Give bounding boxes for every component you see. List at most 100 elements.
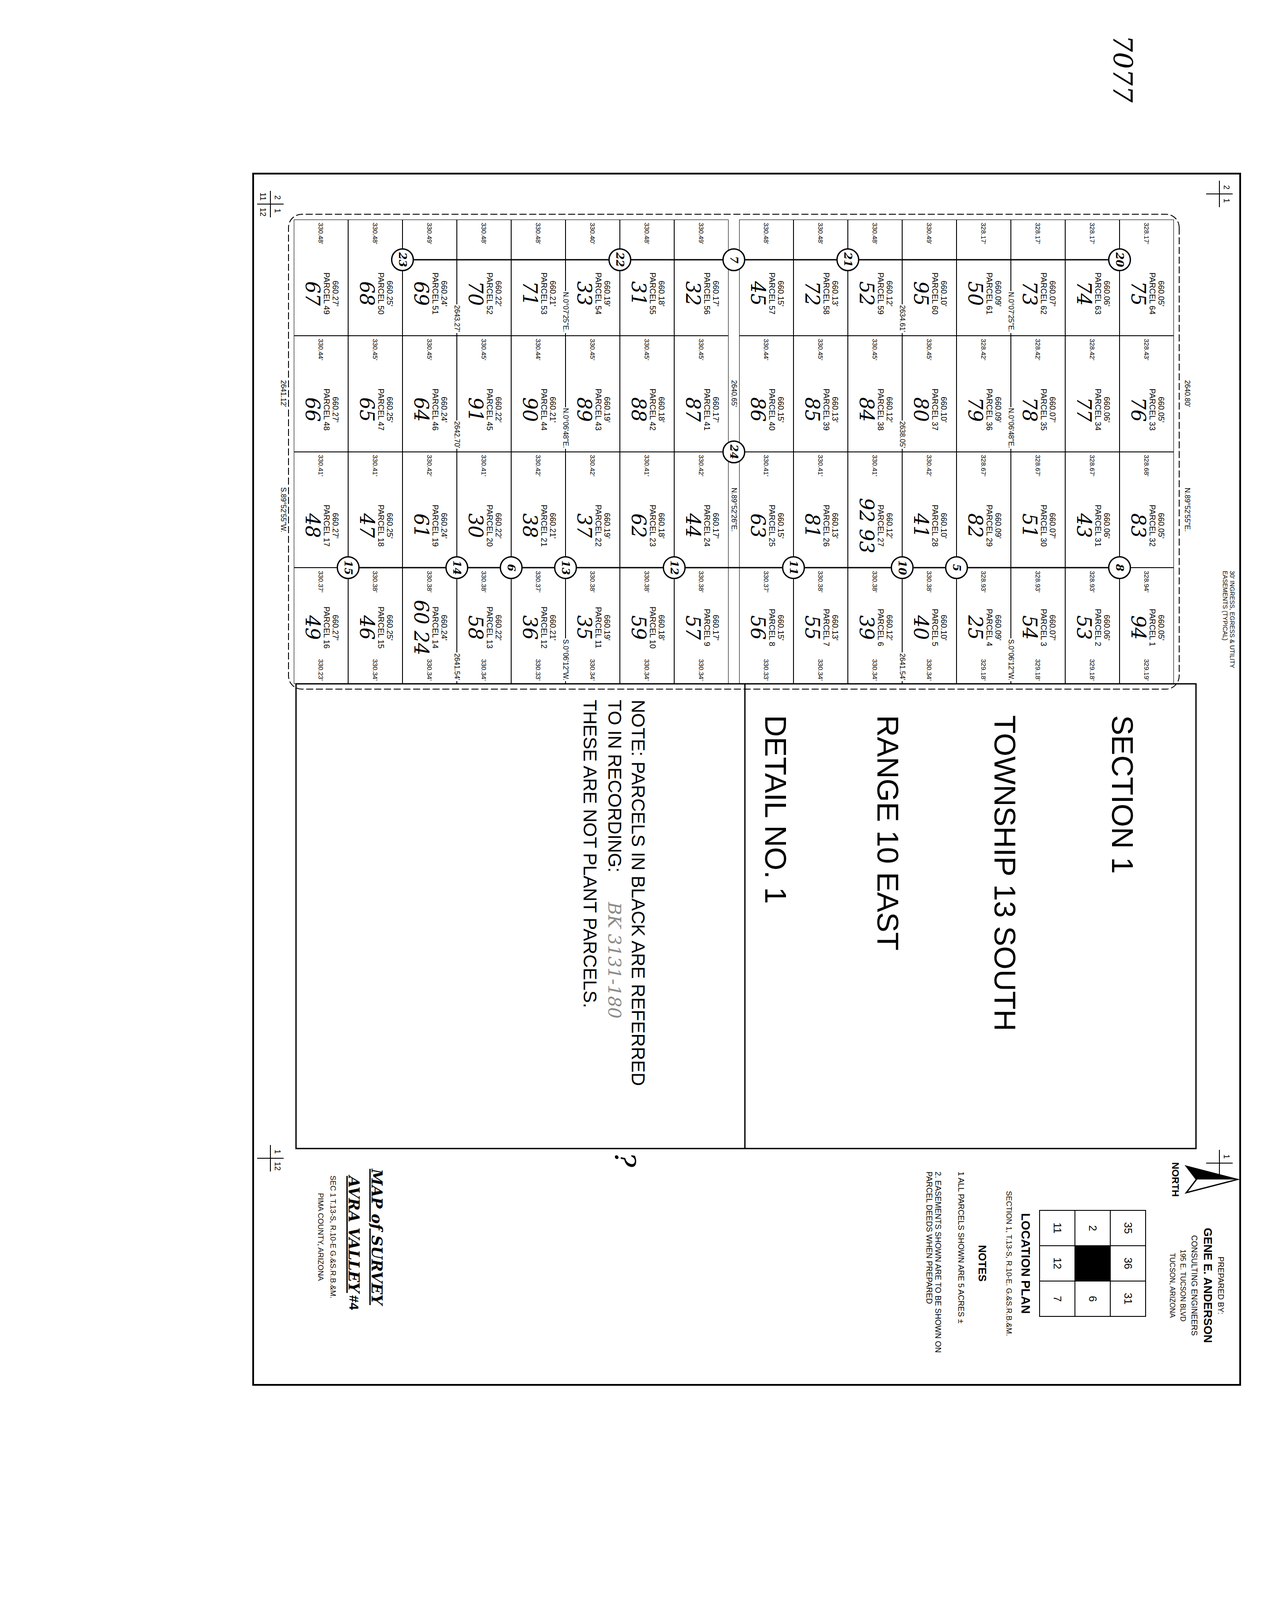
handwritten-number: 90 [520, 397, 540, 422]
parcel-dimension: 660.24' [439, 396, 449, 423]
handwritten-number: 79 [965, 397, 985, 422]
parcel-label: PARCEL 30 [1039, 504, 1048, 547]
parcel-label: PARCEL 3 [1039, 608, 1048, 647]
parcel-dimension: 660.06' [1102, 614, 1112, 641]
parcel-label: PARCEL 49 [322, 272, 331, 315]
handwritten-group: 82 [965, 513, 985, 539]
row-width-dim: 330.38' [643, 569, 651, 594]
location-notes: NOTES [975, 1244, 989, 1284]
parcel-dimension: 660.21' [548, 512, 558, 540]
section-number: 31 [1121, 1292, 1135, 1306]
parcel-dimension: 660.12' [884, 614, 894, 641]
row-width-dim: 330.34' [925, 658, 934, 682]
handwritten-number: 94 [1128, 615, 1148, 641]
handwritten-group: 6024 [411, 599, 431, 656]
handwritten-number: 33 [574, 280, 594, 306]
handwritten-number: 87 [683, 397, 703, 422]
boundary-dim: S.89°52'55"W. [279, 486, 288, 534]
parcel-label: PARCEL 13 [485, 606, 494, 649]
callout-number: 22 [614, 252, 626, 267]
handwritten-number: 67 [302, 280, 323, 306]
handwritten-number: 60 [411, 599, 431, 625]
row-width-dim: 330.38' [816, 569, 825, 594]
parcel-label: PARCEL 12 [539, 606, 549, 649]
section-line-dim: 2638.05' [898, 420, 907, 450]
parcel-label: PARCEL 36 [984, 388, 994, 431]
parcel-label: PARCEL 63 [1093, 272, 1103, 315]
row-width-dim: 330.48' [643, 221, 651, 246]
section-number: 6 [1086, 1295, 1099, 1303]
row-width-dim: 330.38' [697, 569, 706, 594]
row-width-dim: 330.48' [816, 221, 825, 246]
handwritten-number: 93 [856, 528, 877, 554]
handwritten-number: 45 [747, 280, 768, 306]
callout-number: 7 [728, 256, 740, 264]
row-width-dim: 330.34' [871, 658, 879, 682]
parcel-label: PARCEL 53 [539, 272, 549, 315]
corner-tick [1206, 1162, 1233, 1164]
parcel-dimension: 660.05' [1156, 396, 1166, 423]
parcel-label: PARCEL 10 [648, 606, 657, 649]
parcel-label: PARCEL 11 [593, 607, 603, 649]
handwritten-number: 65 [356, 397, 377, 422]
row-width-dim: 330.48' [762, 221, 771, 246]
corner-number: 1 [273, 207, 283, 214]
handwritten-number: 69 [411, 280, 431, 306]
parcel-dimension: 660.25' [385, 614, 395, 641]
handwritten-number: 95 [911, 280, 931, 306]
parcel-label: PARCEL 14 [430, 606, 440, 649]
handwritten-group: 37 [574, 513, 594, 539]
row-width-dim: 330.38' [925, 569, 934, 594]
parcel-label: PARCEL 38 [876, 388, 885, 431]
parcel-dimension: 660.06' [1102, 396, 1112, 423]
row-width-dim: 330.38' [871, 569, 879, 594]
parcel-dimension: 660.07' [1047, 614, 1057, 641]
boundary-dim: 2641.12' [279, 379, 288, 409]
parcel-label: PARCEL 55 [648, 272, 657, 315]
plat-note: ? [607, 1151, 641, 1169]
row-width-dim: 328.67' [1034, 454, 1042, 478]
handwritten-number: 24 [411, 630, 431, 656]
handwritten-group: 61 [411, 513, 431, 539]
parcel-label: PARCEL 52 [485, 272, 494, 315]
section-line-dim: 2642.70' [452, 420, 461, 450]
callout-number: 11 [788, 560, 799, 575]
corner-number: 2 [1222, 184, 1232, 191]
row-width-dim: 328.42' [979, 337, 988, 362]
parcel-label: PARCEL 48 [322, 388, 331, 431]
row-width-dim: 330.45' [425, 337, 434, 362]
parcel-dimension: 660.05' [1156, 614, 1166, 641]
parcel-label: PARCEL 25 [767, 504, 777, 547]
row-width-dim: 330.37' [534, 569, 543, 594]
row-width-dim: 330.33' [534, 658, 543, 682]
parcel-dimension: 660.21' [548, 280, 558, 307]
parcel-dimension: 660.13' [830, 280, 840, 307]
parcel-dimension: 660.24' [439, 512, 449, 540]
row-width-dim: 330.42' [534, 454, 543, 478]
parcel-label: PARCEL 57 [767, 272, 777, 315]
section-highlight [1074, 1245, 1111, 1282]
route-line [859, 259, 1109, 261]
row-width-dim: 330.41' [871, 454, 879, 478]
handwritten-number: 88 [628, 397, 649, 422]
handwritten-group: 90 [520, 397, 540, 422]
handwritten-group: 38 [520, 513, 540, 539]
parcel-label: PARCEL 6 [876, 608, 885, 647]
parcel-label: PARCEL 15 [376, 606, 386, 649]
parcel-label: PARCEL 39 [821, 388, 831, 431]
section-line-dim: S.0°06'12"W. [1006, 638, 1015, 682]
title-text: SECTION 1 [1105, 714, 1140, 875]
location-notes: 1 ALL PARCELS SHOWN ARE 5 ACRES ± [956, 1170, 966, 1325]
row-width-dim: 330.34' [480, 658, 488, 682]
circled-number: 12 [662, 556, 686, 580]
parcel-dimension: 660.13' [830, 396, 840, 423]
parcel-dimension: 660.19' [602, 396, 612, 423]
parcel-dimension: 660.25' [385, 396, 395, 423]
handwritten-number: 63 [747, 513, 768, 539]
handwritten-group: 70 [465, 280, 486, 306]
parcel-dimension: 660.17' [711, 396, 721, 423]
row-width-dim: 330.45' [480, 337, 488, 362]
parcel-dimension: 660.27' [330, 280, 340, 307]
handwritten-group: 47 [356, 513, 377, 539]
